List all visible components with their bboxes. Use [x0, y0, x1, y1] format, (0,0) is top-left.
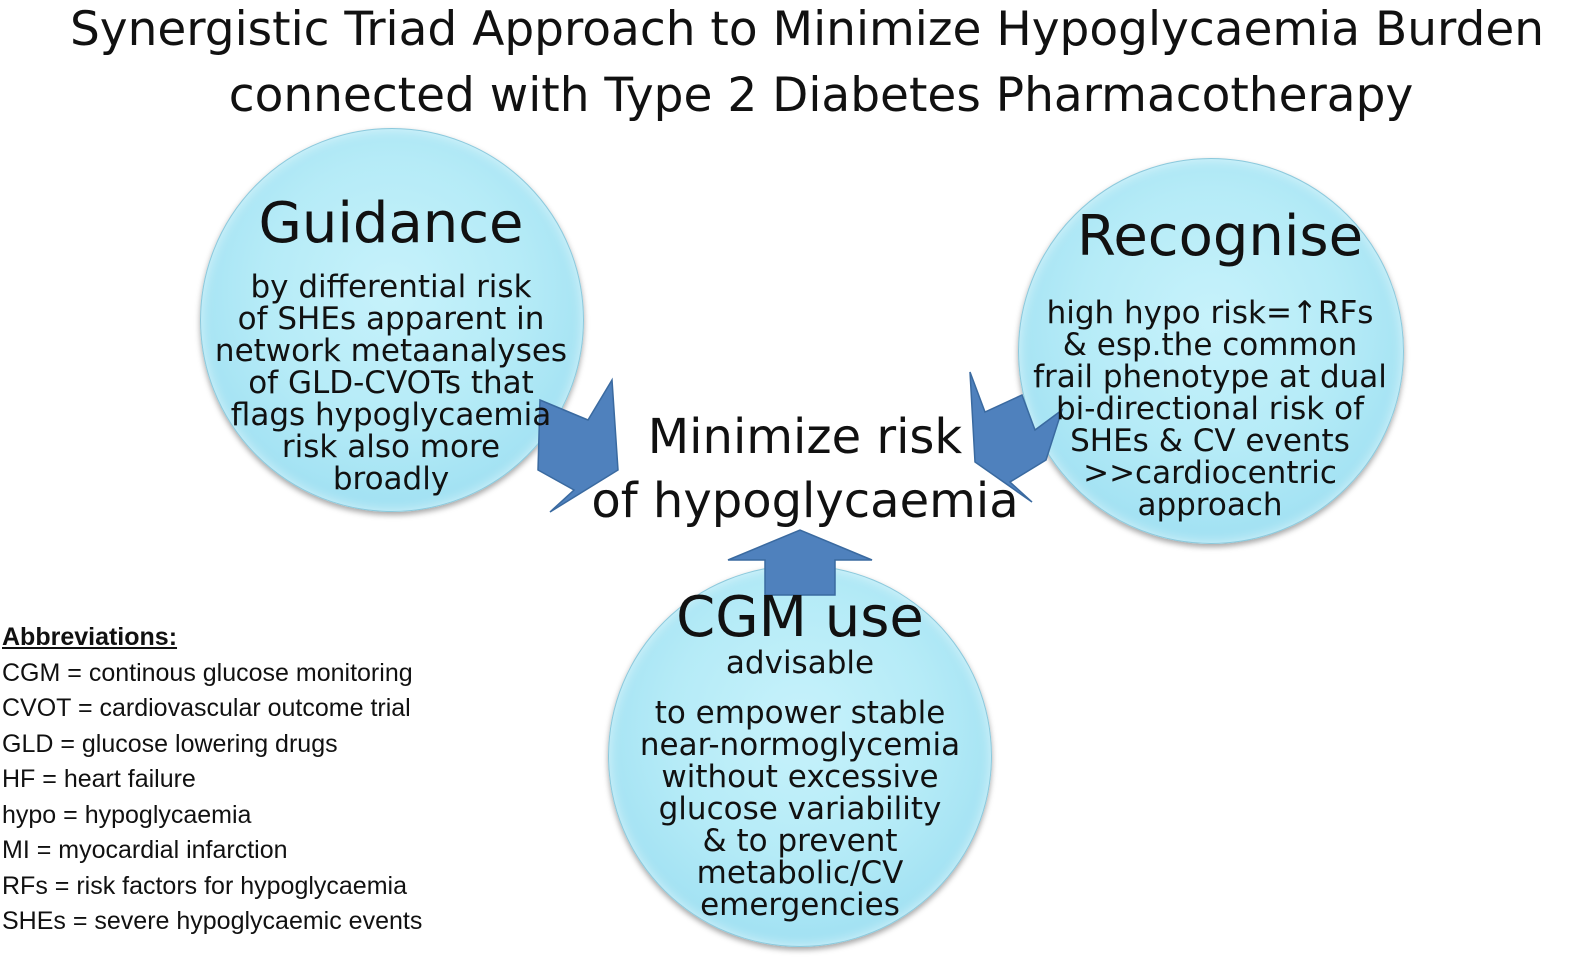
- recognise-heading: Recognise: [1076, 204, 1364, 269]
- guidance-line: network metaanalyses: [214, 333, 568, 369]
- recognise-line: approach: [1137, 487, 1283, 523]
- guidance-heading: Guidance: [258, 191, 524, 256]
- arrow-from-recognise: [969, 371, 1064, 503]
- recognise-line: >>cardiocentric: [1083, 455, 1337, 491]
- cgm-subheading: advisable: [725, 645, 875, 681]
- abbreviation-item: GLD = glucose lowering drugs: [2, 729, 338, 758]
- title-line-2: connected with Type 2 Diabetes Pharmacot…: [228, 68, 1414, 123]
- arrow-from-cgm: [727, 529, 873, 596]
- guidance-body: by differential risk of SHEs apparent in…: [200, 271, 582, 495]
- guidance-line: broadly: [332, 461, 450, 497]
- cgm-line: without excessive: [661, 759, 939, 795]
- recognise-circle: [1018, 158, 1404, 544]
- guidance-line: of GLD-CVOTs that: [248, 365, 534, 401]
- abbreviation-item: CGM = continous glucose monitoring: [2, 658, 413, 687]
- recognise-body: high hypo risk=↑RFs & esp.the common fra…: [1010, 297, 1410, 521]
- cgm-line: & to prevent: [702, 823, 898, 859]
- center-line-2: of hypoglycaemia: [591, 473, 1019, 529]
- cgm-line: emergencies: [700, 887, 900, 923]
- cgm-heading: CGM use: [676, 585, 924, 650]
- center-line-1: Minimize risk: [647, 409, 963, 465]
- abbreviation-item: CVOT = cardiovascular outcome trial: [2, 694, 411, 722]
- abbreviation-item: HF = heart failure: [2, 765, 196, 793]
- recognise-line: bi-directional risk of: [1056, 391, 1364, 427]
- abbreviation-item: RFs = risk factors for hypoglycaemia: [2, 871, 407, 900]
- recognise-line: high hypo risk=↑RFs: [1046, 295, 1374, 331]
- cgm-line: to empower stable: [654, 695, 946, 731]
- guidance-line: by differential risk: [250, 269, 532, 305]
- guidance-line: of SHEs apparent in: [237, 301, 545, 337]
- recognise-line: & esp.the common: [1062, 327, 1358, 363]
- cgm-circle: [608, 565, 992, 947]
- abbreviation-item: hypo = hypoglycaemia: [2, 800, 252, 829]
- guidance-circle: [200, 128, 584, 512]
- cgm-line: glucose variability: [658, 791, 942, 827]
- abbreviation-item: MI = myocardial infarction: [2, 836, 288, 864]
- cgm-body: to empower stable near-normoglycemia wit…: [600, 697, 1000, 921]
- guidance-line: flags hypoglycaemia: [230, 397, 552, 433]
- arrow-from-guidance: [537, 377, 619, 513]
- recognise-line: SHEs & CV events: [1070, 423, 1350, 459]
- cgm-line: metabolic/CV: [696, 855, 904, 891]
- title-line-1: Synergistic Triad Approach to Minimize H…: [69, 2, 1545, 57]
- guidance-line: risk also more: [281, 429, 501, 465]
- cgm-line: near-normoglycemia: [639, 727, 961, 763]
- recognise-line: frail phenotype at dual: [1033, 359, 1387, 395]
- abbreviations-heading: Abbreviations:: [2, 623, 178, 651]
- center-text: Minimize risk of hypoglycaemia: [575, 405, 1035, 533]
- abbreviations-list: Abbreviations: CGM = continous glucose m…: [2, 620, 422, 940]
- abbreviation-item: SHEs = severe hypoglycaemic events: [2, 907, 423, 935]
